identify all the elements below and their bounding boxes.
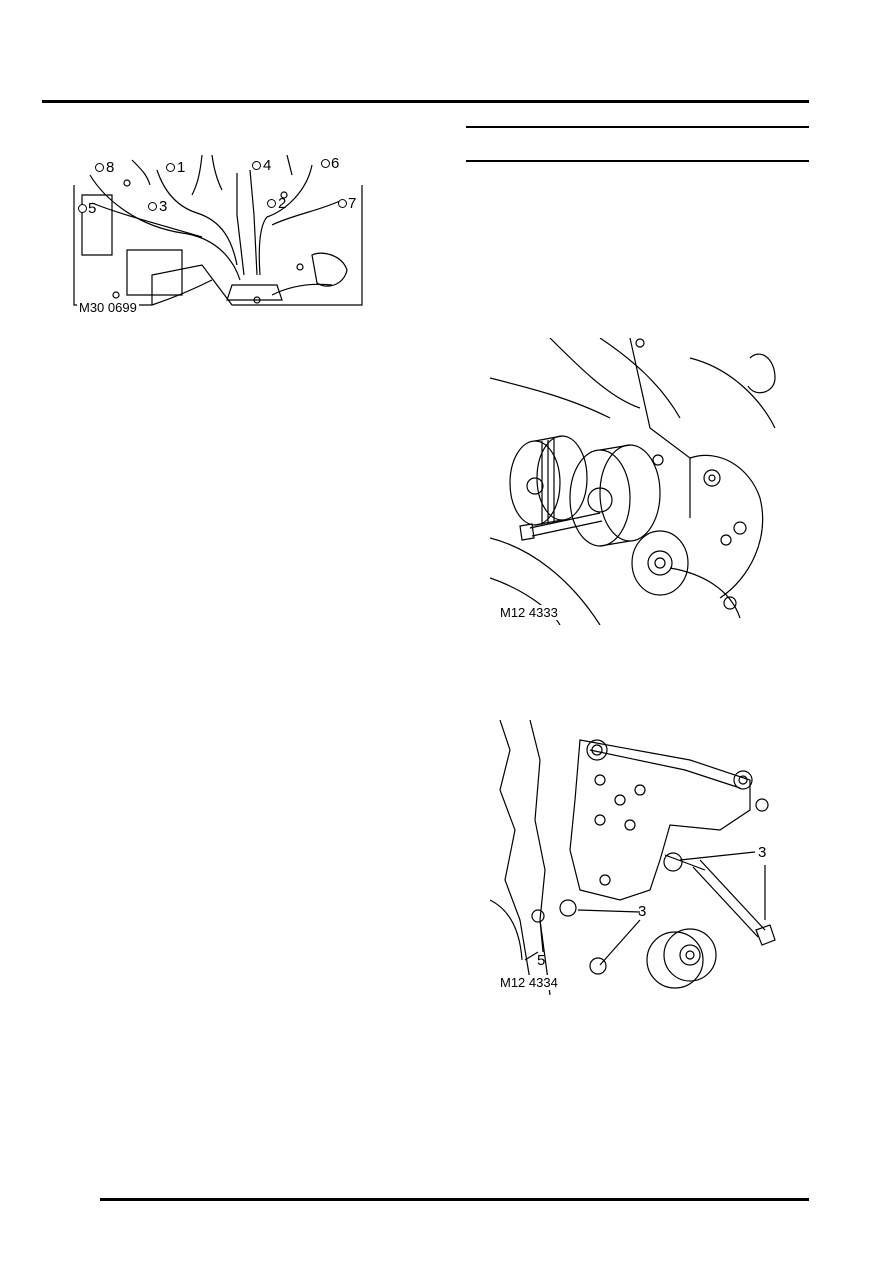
bolt-7-marker: [338, 199, 347, 208]
bracket-bolt-callout: 5: [537, 952, 546, 969]
figure-reference: M30 0699: [77, 300, 139, 315]
bolt-3-marker: [148, 202, 157, 211]
bolt-6-marker: [321, 159, 330, 168]
bolt-8-marker: [95, 163, 104, 172]
tensioner-bracket-figure: 3 3 5 M12 4334: [490, 720, 782, 995]
bolt-callout-2: 2: [278, 195, 287, 212]
figure-reference: M12 4333: [498, 605, 560, 620]
section-rule-top: [466, 126, 809, 128]
belt-tensioner-illustration: [490, 338, 776, 625]
bolt-callout-6: 6: [331, 155, 340, 172]
exhaust-manifold-illustration: [73, 155, 363, 306]
bolt-callout-8: 8: [106, 159, 115, 176]
bolt-callout-1: 1: [177, 159, 186, 176]
bolt-callout-5: 5: [88, 200, 97, 217]
footer-rule: [100, 1198, 809, 1201]
bolt-callout-7: 7: [348, 195, 357, 212]
bracket-bolt-callout: 3: [758, 844, 767, 861]
bracket-bolt-callout: 3: [638, 903, 647, 920]
bolt-1-marker: [166, 163, 175, 172]
bolt-4-marker: [252, 161, 261, 170]
exhaust-manifold-figure: 1 2 3 4 5 6 7 8 M30 0699: [72, 155, 364, 317]
belt-tensioner-figure: M12 4333: [490, 338, 782, 625]
section-rule-bottom: [466, 160, 809, 162]
tensioner-bracket-illustration: [490, 720, 776, 995]
bolt-2-marker: [267, 199, 276, 208]
figure-reference: M12 4334: [498, 975, 560, 990]
header-rule: [42, 100, 809, 103]
bolt-callout-4: 4: [263, 157, 272, 174]
bolt-5-marker: [78, 204, 87, 213]
bolt-callout-3: 3: [159, 198, 168, 215]
